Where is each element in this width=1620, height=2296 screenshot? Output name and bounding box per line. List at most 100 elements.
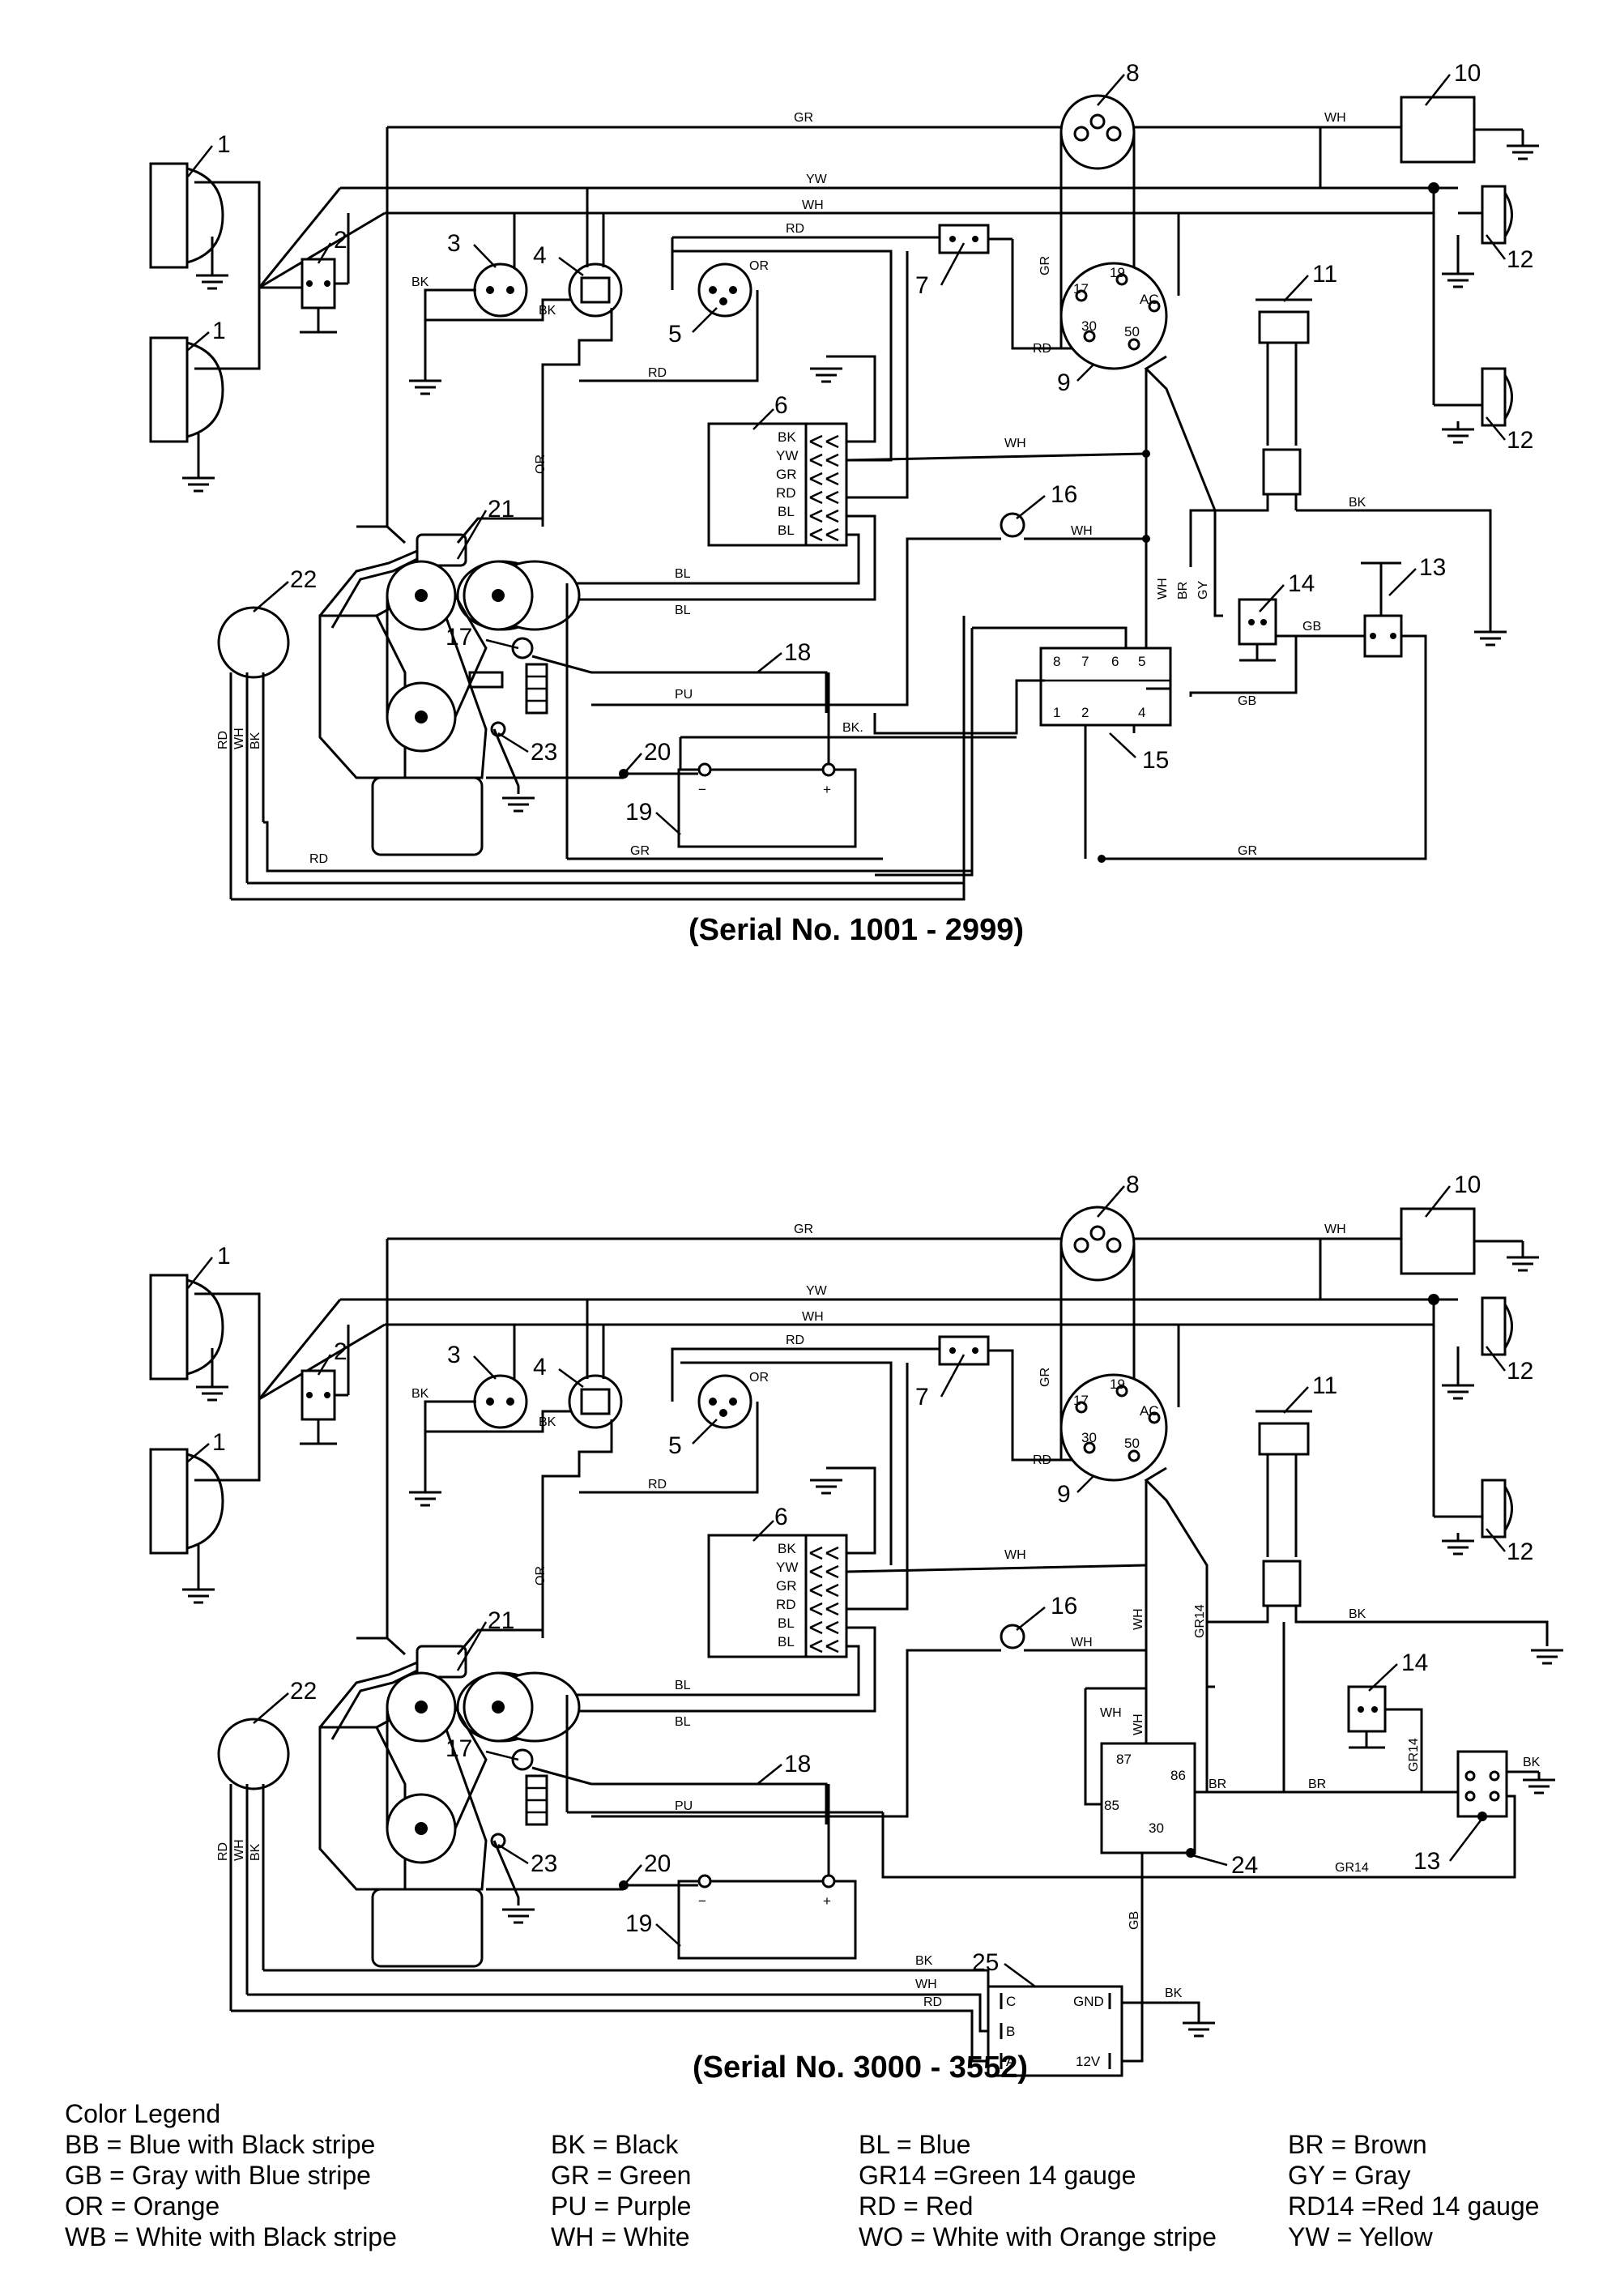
callout: 12 (1507, 246, 1533, 273)
legend-grid: BB = Blue with Black stripe BK = Black B… (65, 2129, 1571, 2252)
terminal-label: 50 (1124, 324, 1140, 339)
wire-label: YW (806, 1284, 828, 1298)
unit-7 (938, 1335, 1077, 1462)
terminal-label: C (1006, 1994, 1016, 2009)
wire-label: RD (648, 366, 667, 380)
caption: (Serial No. 3000 - 3552) (693, 2051, 1028, 2085)
callout: 19 (625, 1910, 652, 1937)
wire-label: BL (675, 604, 691, 617)
wire-label: GR (794, 1223, 813, 1236)
module-25 (987, 1985, 1217, 2077)
callout: 15 (1142, 747, 1169, 774)
legend-entry: YW = Yellow (1288, 2222, 1433, 2251)
terminal-label: 6 (1111, 654, 1119, 669)
switch-11 (1207, 1410, 1565, 1792)
sender-22 (217, 606, 972, 901)
wire-label: PU (675, 1799, 693, 1813)
relay-14 (1189, 598, 1298, 697)
terminal-label: 30 (1081, 1430, 1097, 1445)
callout: 22 (290, 566, 317, 593)
wire-label: GB (1238, 694, 1256, 708)
terminal-label: 19 (1110, 1376, 1125, 1392)
wire-label: BK (539, 1415, 556, 1429)
wire-label: WH (1324, 111, 1346, 125)
wire-label: YW (806, 173, 828, 186)
callout: 20 (644, 1850, 671, 1877)
callouts: 1 1 2 3 4 5 6 7 8 9 10 11 12 12 (187, 1171, 1533, 1988)
legend-entry: RD14 =Red 14 gauge (1288, 2191, 1540, 2221)
legend-entry: BB = Blue with Black stripe (65, 2130, 376, 2159)
legend-entry: BK = Black (551, 2130, 679, 2159)
wire-label: RD (216, 1842, 230, 1861)
terminal-label: BL (778, 1634, 795, 1649)
wire-label: WH (1132, 1608, 1145, 1630)
wire-label: WH (802, 198, 824, 212)
terminal-label: 30 (1149, 1820, 1164, 1836)
callout: 1 (217, 131, 231, 158)
terminal-label: BL (778, 1615, 795, 1631)
terminal-label: 1 (1053, 705, 1060, 720)
callout: 23 (531, 739, 557, 766)
legend-title: Color Legend (65, 2099, 221, 2128)
callout: 4 (533, 1354, 547, 1381)
switch-11 (1189, 298, 1508, 647)
wire-label: RD (786, 222, 804, 236)
wire-label: WH (1324, 1223, 1346, 1236)
terminal-label: 17 (1073, 1393, 1089, 1408)
wire-label: RD (216, 731, 230, 749)
wire-label: WH (915, 1978, 937, 1991)
callout: 1 (212, 318, 226, 344)
wire-label: WH (1071, 1636, 1093, 1649)
terminal-label: GR (776, 1578, 797, 1594)
diagram-serial-1001-2999: GR YW WH WH RD OR OR RD BK BK GR RD WH W… (149, 60, 1541, 947)
wire-label: OR (749, 259, 769, 273)
terminal-label: RD (776, 485, 796, 501)
terminal-label: 50 (1124, 1436, 1140, 1451)
callout: 12 (1507, 1538, 1533, 1565)
callout: 22 (290, 1678, 317, 1705)
wire-label: BK (915, 1954, 933, 1968)
wire-label: GR (794, 111, 813, 125)
wire-label: BL (675, 1715, 691, 1729)
terminal-label: 8 (1053, 654, 1060, 669)
wire-label: WH (232, 728, 246, 749)
callout: 8 (1126, 60, 1140, 87)
wire-label: WH (1071, 524, 1093, 538)
switch-4 (425, 188, 623, 527)
terminal-label: + (823, 1893, 831, 1909)
callout: 18 (784, 1751, 811, 1777)
switch-13 (1102, 561, 1427, 860)
switch-4 (425, 1300, 623, 1638)
callout: 21 (488, 1607, 514, 1634)
relay-24 (1084, 1650, 1196, 2051)
unit-7 (938, 224, 1077, 350)
wire-label: BL (675, 567, 691, 581)
wire-label: BK (1349, 496, 1366, 510)
callout: 3 (447, 230, 461, 257)
callout: 1 (212, 1429, 226, 1456)
callout: 11 (1312, 1372, 1337, 1399)
wire-label: WH (1004, 1548, 1026, 1562)
callout: 24 (1231, 1852, 1258, 1879)
callout: 23 (531, 1850, 557, 1877)
wire-label: OR (749, 1371, 769, 1385)
callout: 6 (774, 1504, 788, 1530)
callout: 25 (972, 1949, 999, 1976)
callout: 3 (447, 1342, 461, 1368)
callout: 10 (1454, 60, 1481, 87)
wire-label: GB (1128, 1911, 1141, 1930)
terminal-label: YW (776, 448, 798, 463)
legend-entry: GR = Green (551, 2161, 692, 2190)
callout: 7 (915, 1384, 929, 1410)
legend-entry: WB = White with Black stripe (65, 2222, 397, 2251)
wire-label: WH (1156, 578, 1170, 600)
wire-label: BL (675, 1679, 691, 1692)
legend-entry: BR = Brown (1288, 2130, 1427, 2159)
diagram-serial-3000-3552: GR YW WH WH RD OR OR RD BK BK GR RD WH W… (149, 1171, 1565, 2085)
wire-label: BK (411, 275, 429, 289)
battery-19 (565, 1695, 883, 1960)
callout: 13 (1413, 1848, 1440, 1875)
terminal-label: 30 (1081, 318, 1097, 334)
callout: 9 (1057, 1481, 1071, 1508)
